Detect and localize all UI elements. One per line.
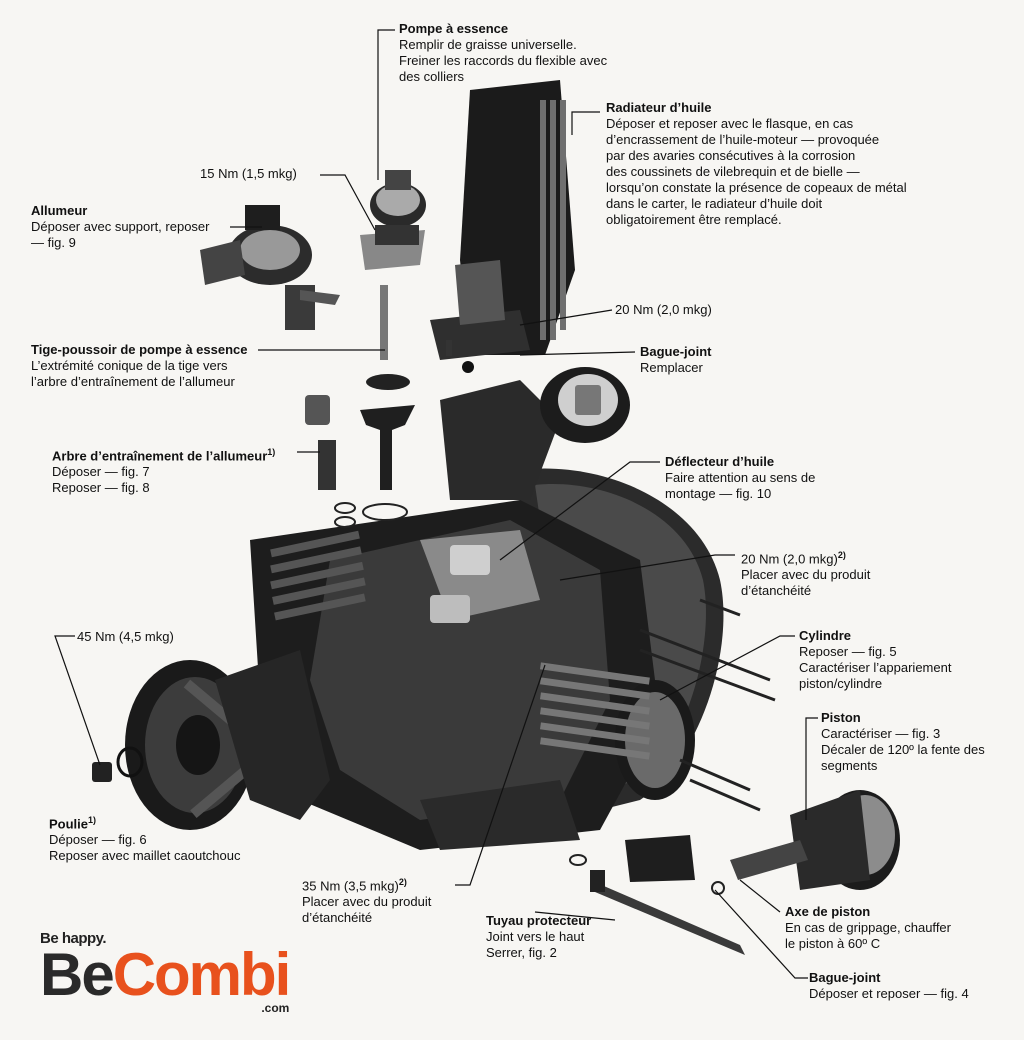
label-line: des coussinets de vilebrequin et de biel…	[606, 164, 860, 179]
label-line: Caractériser — fig. 3	[821, 726, 941, 741]
label-title: Allumeur	[31, 203, 88, 218]
label-title-text: 20 Nm (2,0 mkg)	[741, 551, 838, 567]
label-line: l’arbre d’entraînement de l’allumeur	[31, 374, 235, 389]
distributor-illustration	[200, 205, 340, 490]
label-title-text: Poulie	[49, 816, 89, 832]
label-line: Faire attention au sens de	[665, 470, 816, 485]
label-seal-ring-1: Bague-joint Remplacer	[640, 344, 712, 376]
label-title: Bague-joint	[809, 970, 881, 985]
label-line: Reposer avec maillet caoutchouc	[49, 848, 241, 864]
label-title-text: Arbre d’entraînement de l’allumeur	[52, 448, 268, 464]
label-title-text: 35 Nm (3,5 mkg)	[302, 878, 399, 894]
label-line: Déposer et reposer — fig. 4	[809, 986, 969, 1001]
protective-tube-illustration	[569, 835, 745, 955]
label-line: montage — fig. 10	[665, 486, 772, 501]
label-line: lorsqu’on constate la présence de copeau…	[606, 180, 907, 195]
label-title: 20 Nm (2,0 mkg)2)	[741, 547, 870, 567]
label-fuel-pump: Pompe à essence Remplir de graisse unive…	[399, 21, 607, 85]
label-title: Axe de piston	[785, 904, 871, 919]
label-line: Placer avec du produit	[302, 894, 432, 910]
label-line: d’étanchéité	[741, 583, 812, 599]
label-line: segments	[821, 758, 878, 773]
fuel-pump-illustration	[360, 170, 426, 270]
label-line: — fig. 9	[31, 235, 76, 250]
label-line: L’extrémité conique de la tige vers	[31, 358, 228, 373]
pushrod-illustration	[360, 285, 415, 490]
label-drive-shaft: Arbre d’entraînement de l’allumeur1) Dép…	[52, 444, 275, 496]
gaskets-illustration	[334, 502, 408, 528]
brand-domain: .com	[261, 1001, 290, 1015]
label-line: Placer avec du produit	[741, 567, 871, 583]
label-title: Déflecteur d’huile	[665, 454, 775, 469]
label-piston: Piston Caractériser — fig. 3 Décaler de …	[821, 710, 985, 774]
brand-combi: Combi	[112, 941, 292, 1008]
label-piston-pin: Axe de piston En cas de grippage, chauff…	[785, 904, 951, 952]
engine-block-illustration	[92, 468, 776, 850]
label-title: Poulie1)	[49, 812, 241, 832]
label-line: En cas de grippage, chauffer	[785, 920, 951, 935]
label-line: par des avaries consécutives à la corros…	[606, 148, 856, 163]
label-line: piston/cylindre	[799, 676, 883, 691]
label-title: Arbre d’entraînement de l’allumeur1)	[52, 444, 275, 464]
label-line: dans le carter, le radiateur d’huile doi…	[606, 196, 823, 211]
label-line: Freiner les raccords du flexible avec	[399, 53, 608, 68]
label-title: Pompe à essence	[399, 21, 509, 36]
torque-20nm-cooler: 20 Nm (2,0 mkg)	[615, 302, 712, 317]
label-cylinder: Cylindre Reposer — fig. 5 Caractériser l…	[799, 628, 951, 692]
label-distributor: Allumeur Déposer avec support, reposer —…	[31, 203, 209, 251]
oil-filler-illustration	[440, 367, 630, 500]
label-title: Piston	[821, 710, 861, 725]
label-line: Caractériser l’appariement	[799, 660, 952, 675]
label-line: Décaler de 120º la fente des	[821, 742, 985, 757]
label-line: Serrer, fig. 2	[486, 945, 557, 960]
brand-be: Be	[40, 941, 115, 1008]
piston-illustration	[711, 790, 900, 895]
label-oil-deflector: Déflecteur d’huile Faire attention au se…	[665, 454, 815, 502]
label-title: 35 Nm (3,5 mkg)2)	[302, 874, 431, 894]
label-seal-ring-2: Bague-joint Déposer et reposer — fig. 4	[809, 970, 969, 1002]
label-title: Tige-poussoir de pompe à essence	[31, 342, 248, 357]
label-line: Déposer avec support, reposer	[31, 219, 210, 234]
label-pushrod: Tige-poussoir de pompe à essence L’extré…	[31, 342, 248, 390]
label-line: obligatoirement être remplacé.	[606, 212, 782, 227]
label-line: Remplir de graisse universelle.	[399, 37, 577, 52]
label-oil-cooler: Radiateur d’huile Déposer et reposer ave…	[606, 100, 907, 228]
leader-lines	[54, 29, 818, 979]
becombi-logo: Be happy. BeCombi .com	[40, 930, 291, 1015]
torque-45nm: 45 Nm (4,5 mkg)	[77, 629, 174, 644]
label-torque-20nm-sealant: 20 Nm (2,0 mkg)2) Placer avec du produit…	[741, 547, 870, 599]
label-line: d’encrassement de l’huile-moteur — provo…	[606, 132, 880, 147]
torque-15nm: 15 Nm (1,5 mkg)	[200, 166, 297, 181]
brand-wordmark: BeCombi	[40, 945, 291, 1005]
label-protective-tube: Tuyau protecteur Joint vers le haut Serr…	[486, 913, 591, 961]
label-title: Tuyau protecteur	[486, 913, 592, 928]
oil-cooler-illustration	[430, 80, 575, 373]
footnote-mark: 2)	[837, 550, 846, 560]
label-torque-35nm: 35 Nm (3,5 mkg)2) Placer avec du produit…	[302, 874, 431, 926]
label-line: Remplacer	[640, 360, 703, 375]
label-line: Déposer — fig. 6	[49, 832, 147, 848]
label-line: Joint vers le haut	[486, 929, 585, 944]
label-line: le piston à 60º C	[785, 936, 881, 951]
label-line: Déposer — fig. 7	[52, 464, 150, 480]
label-title: Cylindre	[799, 628, 852, 643]
footnote-mark: 1)	[88, 815, 97, 825]
label-line: Reposer — fig. 8	[52, 480, 150, 496]
label-line: des colliers	[399, 69, 465, 84]
label-line: Reposer — fig. 5	[799, 644, 897, 659]
footnote-mark: 1)	[267, 447, 276, 457]
label-pulley: Poulie1) Déposer — fig. 6 Reposer avec m…	[49, 812, 241, 864]
label-title: Bague-joint	[640, 344, 712, 359]
label-title: Radiateur d’huile	[606, 100, 712, 115]
label-line: Déposer et reposer avec le flasque, en c…	[606, 116, 854, 131]
label-line: d’étanchéité	[302, 910, 373, 926]
brand-tagline: Be happy.	[40, 930, 107, 947]
footnote-mark: 2)	[398, 877, 407, 887]
